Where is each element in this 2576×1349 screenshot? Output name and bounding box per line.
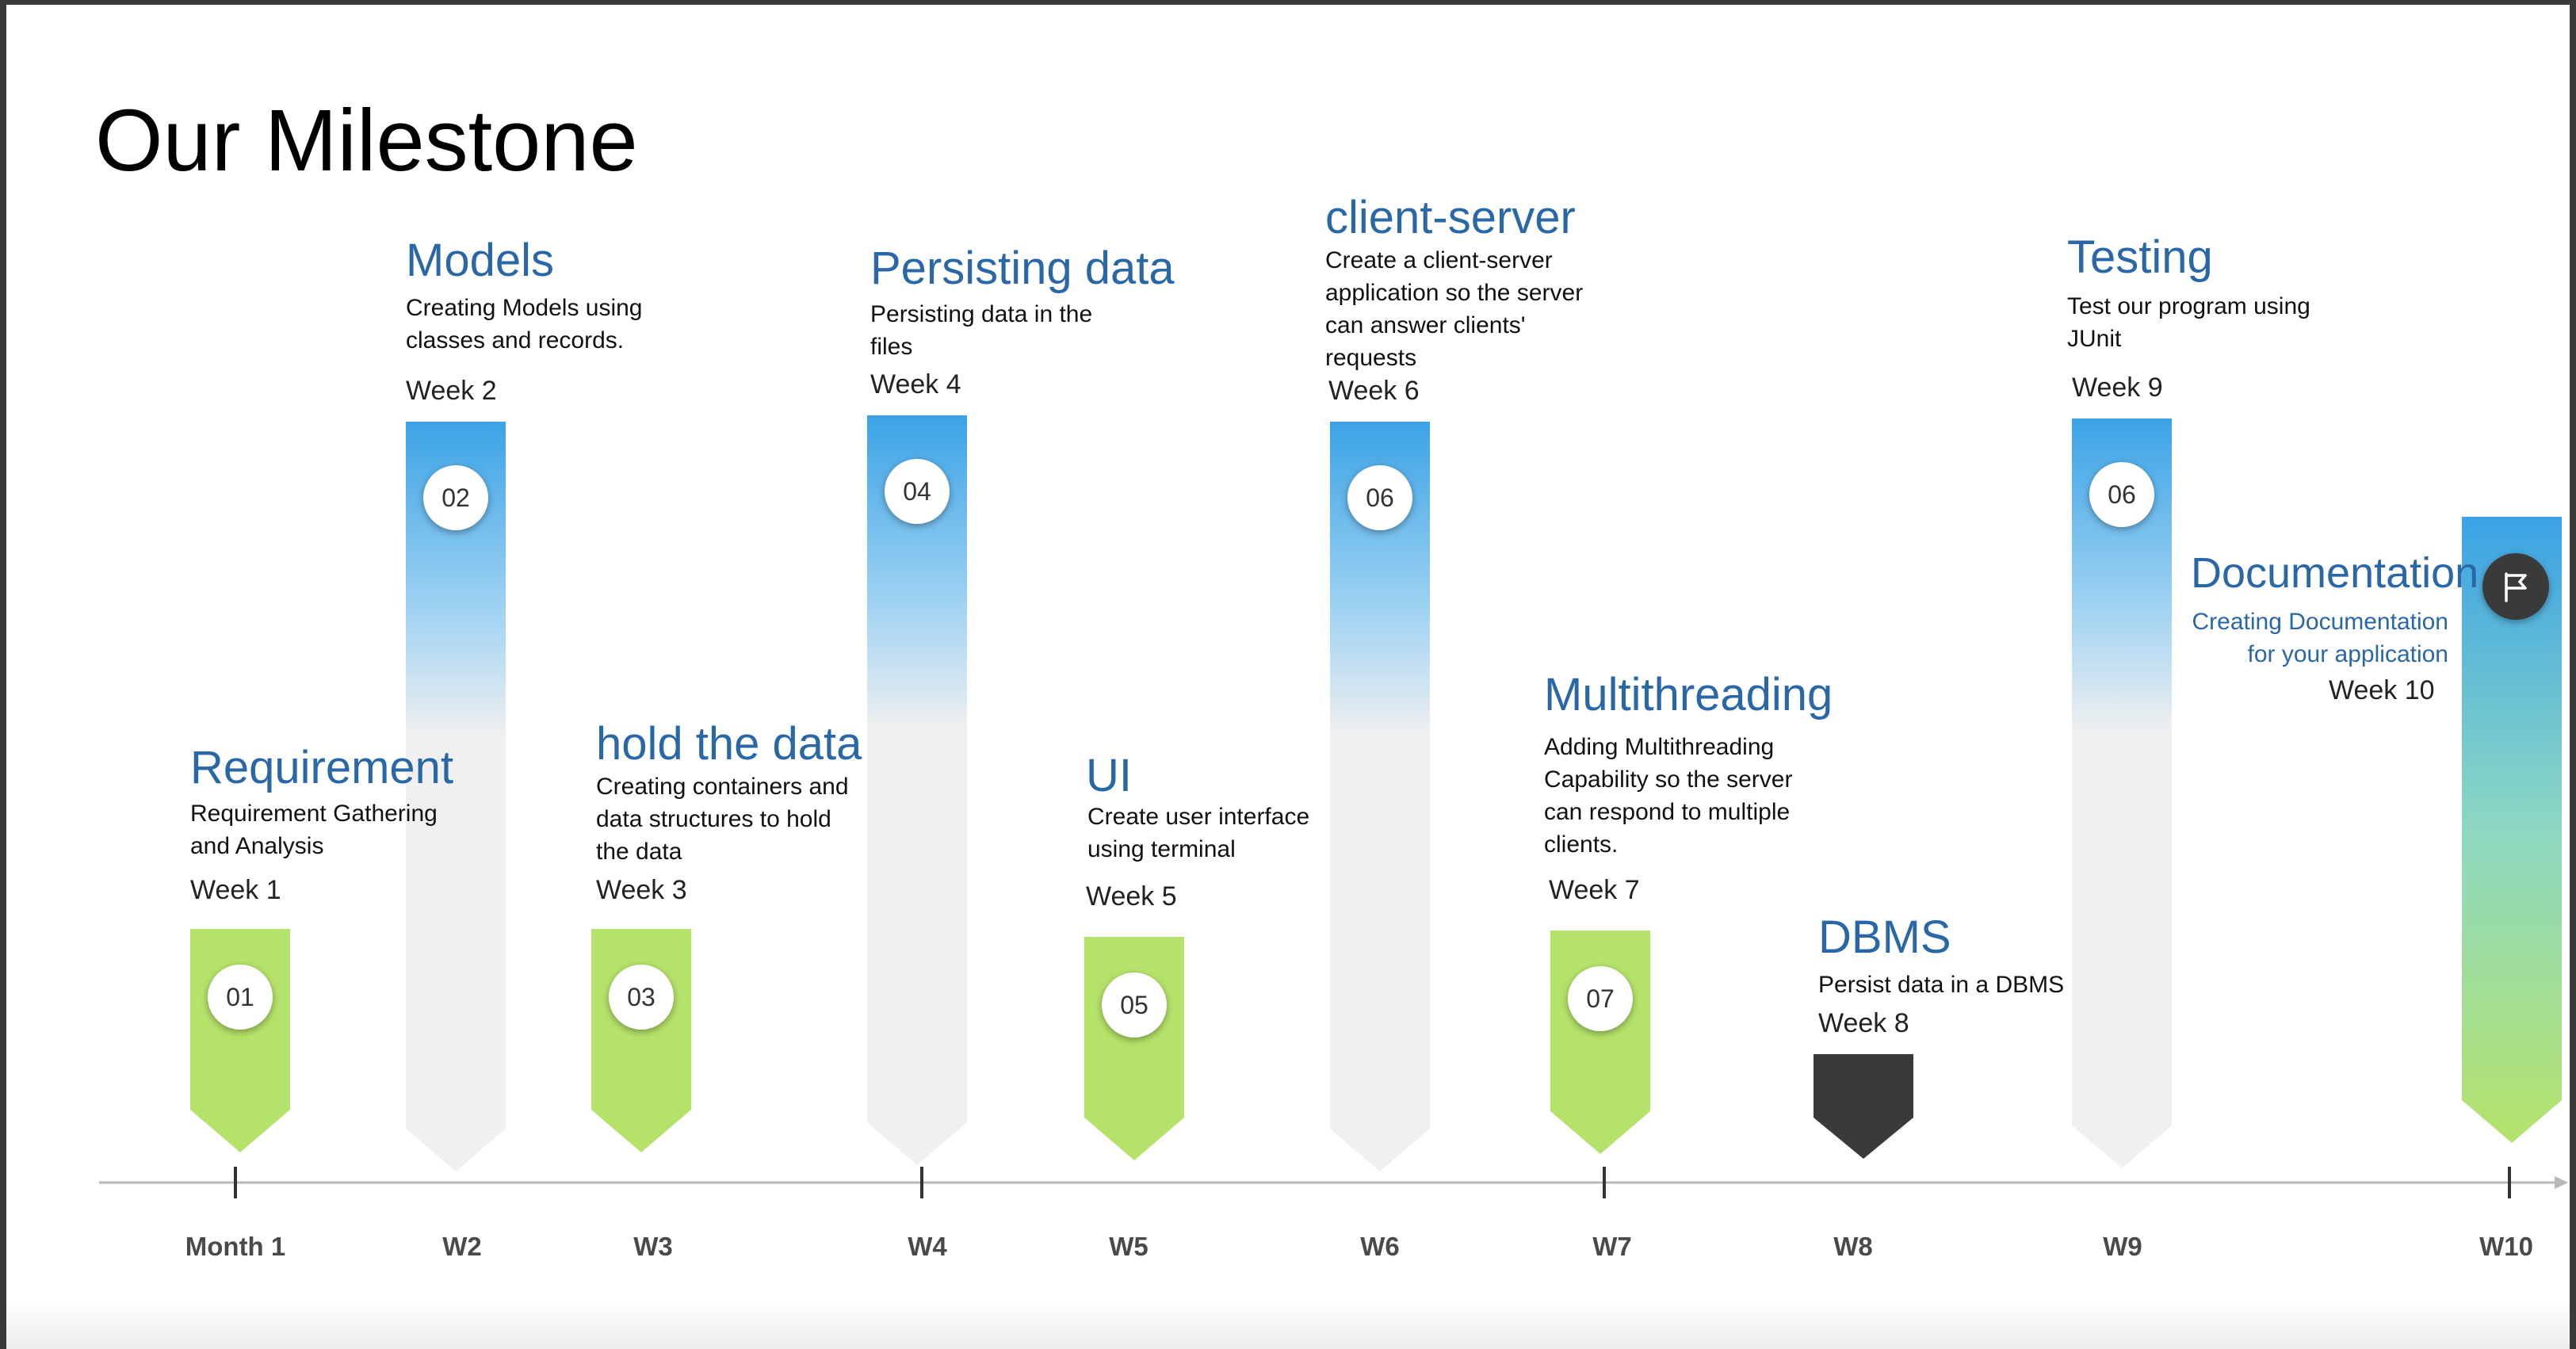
milestone-pin-week-9: 06: [2072, 418, 2172, 1168]
milestone-desc-week-10: Creating Documentation for your applicat…: [2192, 609, 2448, 667]
milestone-title-week-7: Multithreading: [1544, 669, 1833, 720]
milestone-title-week-5: UI: [1086, 750, 1132, 801]
axis-label-month-1: Month 1: [185, 1232, 286, 1261]
milestone-week-week-3: Week 3: [596, 875, 687, 905]
milestone-desc-week-7: Adding Multithreading Capability so the …: [1544, 734, 1793, 858]
milestone-badge: 03: [609, 965, 674, 1030]
timeline-axis: [99, 1167, 2568, 1198]
milestone-desc-week-1: Requirement Gathering and Analysis: [190, 801, 438, 859]
milestone-week-week-2: Week 2: [406, 376, 497, 406]
milestone-badge: 06: [1347, 465, 1412, 530]
axis-label-w2: W2: [442, 1232, 482, 1261]
milestone-badge: 05: [1102, 973, 1167, 1038]
milestone-slide: Our Milestone 01 02 03 04 05 06 07: [6, 5, 2570, 1349]
milestone-pin-week-1: 01: [190, 929, 290, 1152]
milestone-pin-week-3: 03: [591, 929, 691, 1152]
milestone-title-week-3: hold the data: [596, 718, 862, 770]
milestone-pin-week-10: [2462, 517, 2562, 1143]
axis-label-w7: W7: [1592, 1232, 1632, 1261]
milestone-week-week-9: Week 9: [2072, 373, 2163, 403]
flag-icon: [2482, 553, 2549, 620]
milestone-week-week-8: Week 8: [1818, 1008, 1909, 1038]
milestone-badge: 06: [2089, 462, 2154, 527]
page-title: Our Milestone: [95, 92, 638, 189]
milestone-week-week-10: Week 10: [2329, 675, 2435, 705]
milestone-pin-week-6: 06: [1330, 422, 1430, 1171]
milestone-desc-week-8: Persist data in a DBMS: [1818, 972, 2065, 998]
milestone-week-week-1: Week 1: [190, 875, 281, 905]
milestone-badge: 02: [423, 465, 488, 530]
slide-bottom-fade: [6, 1301, 2570, 1349]
milestone-title-week-9: Testing: [2067, 231, 2213, 283]
milestone-week-week-7: Week 7: [1549, 875, 1640, 905]
axis-label-w8: W8: [1833, 1232, 1873, 1261]
axis-label-w10: W10: [2479, 1232, 2533, 1261]
milestone-desc-week-6: Create a client-server application so th…: [1325, 247, 1584, 371]
milestone-desc-week-2: Creating Models using classes and record…: [406, 295, 643, 353]
axis-label-w6: W6: [1360, 1232, 1400, 1261]
milestone-badge: 04: [885, 459, 950, 524]
milestone-pin-week-8: [1814, 1054, 1913, 1159]
axis-label-w5: W5: [1109, 1232, 1148, 1261]
milestone-desc-week-9: Test our program using JUnit: [2067, 293, 2310, 352]
milestone-title-week-8: DBMS: [1818, 911, 1951, 963]
axis-label-w3: W3: [633, 1232, 673, 1261]
milestone-pin-week-7: 07: [1550, 931, 1650, 1154]
axis-label-w4: W4: [908, 1232, 947, 1261]
milestone-badge: 07: [1568, 966, 1633, 1031]
milestone-pin-week-5: 05: [1084, 937, 1184, 1160]
milestone-title-week-6: client-server: [1325, 192, 1576, 243]
milestone-desc-week-5: Create user interface using terminal: [1087, 804, 1310, 862]
milestone-pin-week-2: 02: [406, 422, 506, 1171]
milestone-title-week-4: Persisting data: [870, 243, 1175, 294]
milestone-week-week-4: Week 4: [870, 369, 961, 399]
axis-label-w9: W9: [2103, 1232, 2142, 1261]
milestone-badge: 01: [208, 965, 273, 1030]
milestone-desc-week-4: Persisting data in the files: [870, 301, 1093, 360]
milestone-title-week-2: Models: [406, 235, 554, 286]
milestone-desc-week-3: Creating containers and data structures …: [596, 774, 849, 865]
milestone-week-week-6: Week 6: [1328, 376, 1420, 406]
milestone-title-week-10: Documentation: [2191, 549, 2479, 597]
milestone-title-week-1: Requirement: [190, 742, 454, 793]
milestone-pin-week-4: 04: [867, 415, 967, 1165]
milestone-week-week-5: Week 5: [1086, 881, 1177, 911]
